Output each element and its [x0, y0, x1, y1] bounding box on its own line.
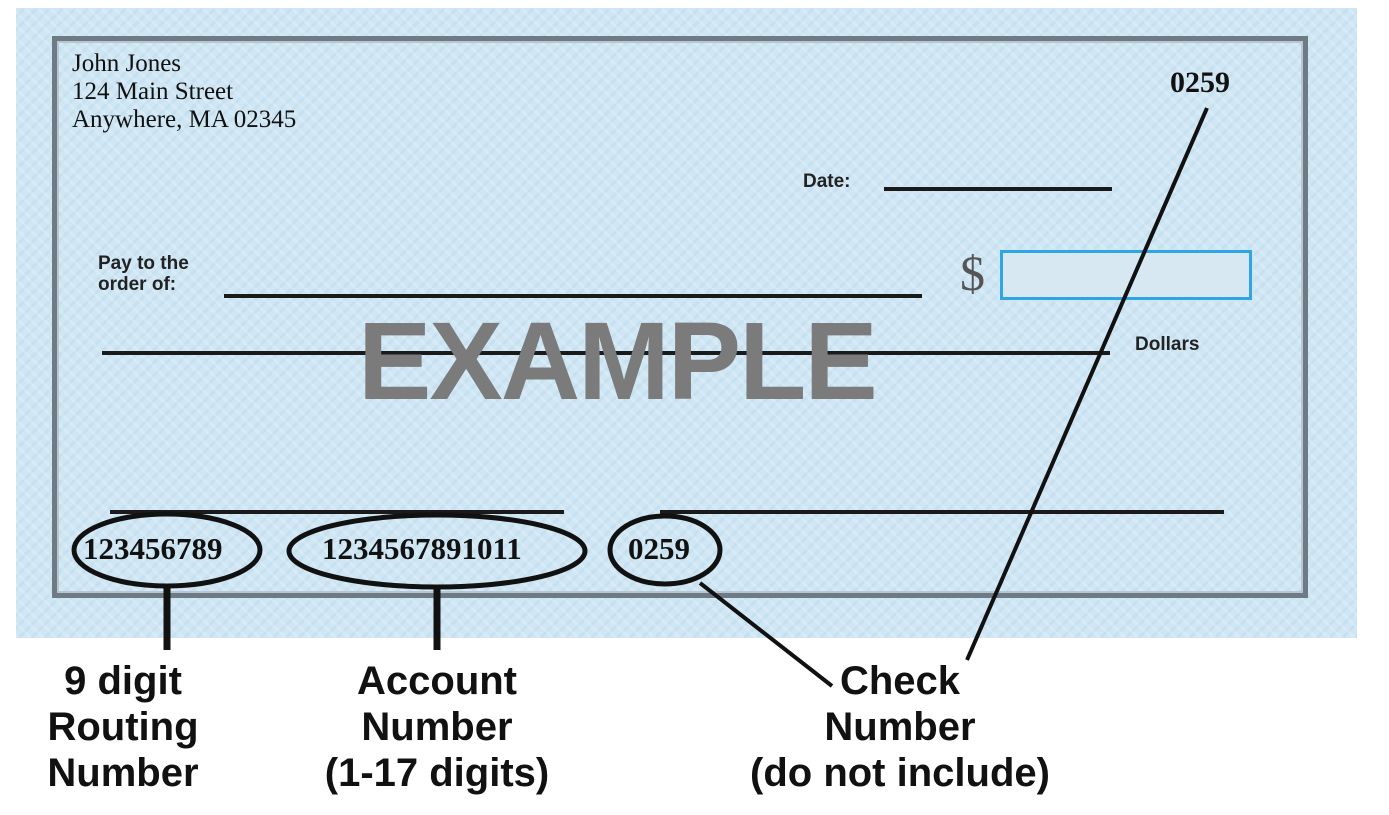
- example-watermark: EXAMPLE: [358, 300, 878, 423]
- routing-number: 123456789: [83, 531, 223, 566]
- account-caption-line1: Account: [357, 659, 517, 703]
- account-number-circle: [286, 512, 588, 590]
- owner-name: John Jones: [72, 50, 182, 77]
- account-caption-line2: Number: [361, 705, 513, 749]
- routing-caption-line3: Number: [47, 751, 199, 795]
- signature-line: [660, 510, 1224, 514]
- check-micr-pointer-line: [698, 581, 834, 688]
- check-caption-line1: Check: [839, 659, 961, 703]
- written-amount-line: [102, 351, 1110, 355]
- payee-line: [224, 294, 922, 298]
- routing-caption-line2: Routing: [47, 705, 199, 749]
- date-line: [884, 187, 1112, 191]
- account-number: 1234567891011: [322, 531, 522, 566]
- memo-line: [110, 510, 564, 514]
- pay-to-label-line2: order of:: [98, 274, 177, 295]
- check-number-top: 0259: [1170, 66, 1230, 99]
- check-border: [52, 36, 1308, 598]
- dollars-label: Dollars: [1135, 334, 1200, 355]
- check-top-pointer-line: [965, 107, 1209, 661]
- owner-city-state-zip: Anywhere, MA 02345: [72, 106, 297, 133]
- account-caption-line3: (1-17 digits): [324, 751, 550, 795]
- check-background: [16, 8, 1357, 638]
- check-number-circle: [607, 513, 723, 587]
- check-caption-line2: Number: [824, 705, 976, 749]
- dollar-sign: $: [960, 245, 985, 301]
- routing-number-circle: [71, 511, 263, 589]
- account-caption: Account Number (1-17 digits): [292, 658, 582, 796]
- date-label: Date:: [803, 171, 851, 192]
- routing-caption: 9 digit Routing Number: [44, 658, 202, 796]
- check-caption-line3: (do not include): [750, 751, 1050, 795]
- routing-caption-line1: 9 digit: [64, 659, 182, 703]
- check-caption: Check Number (do not include): [740, 658, 1060, 796]
- check-number-micr: 0259: [628, 531, 690, 566]
- pay-to-label-line1: Pay to the: [98, 253, 189, 274]
- owner-street: 124 Main Street: [72, 78, 234, 105]
